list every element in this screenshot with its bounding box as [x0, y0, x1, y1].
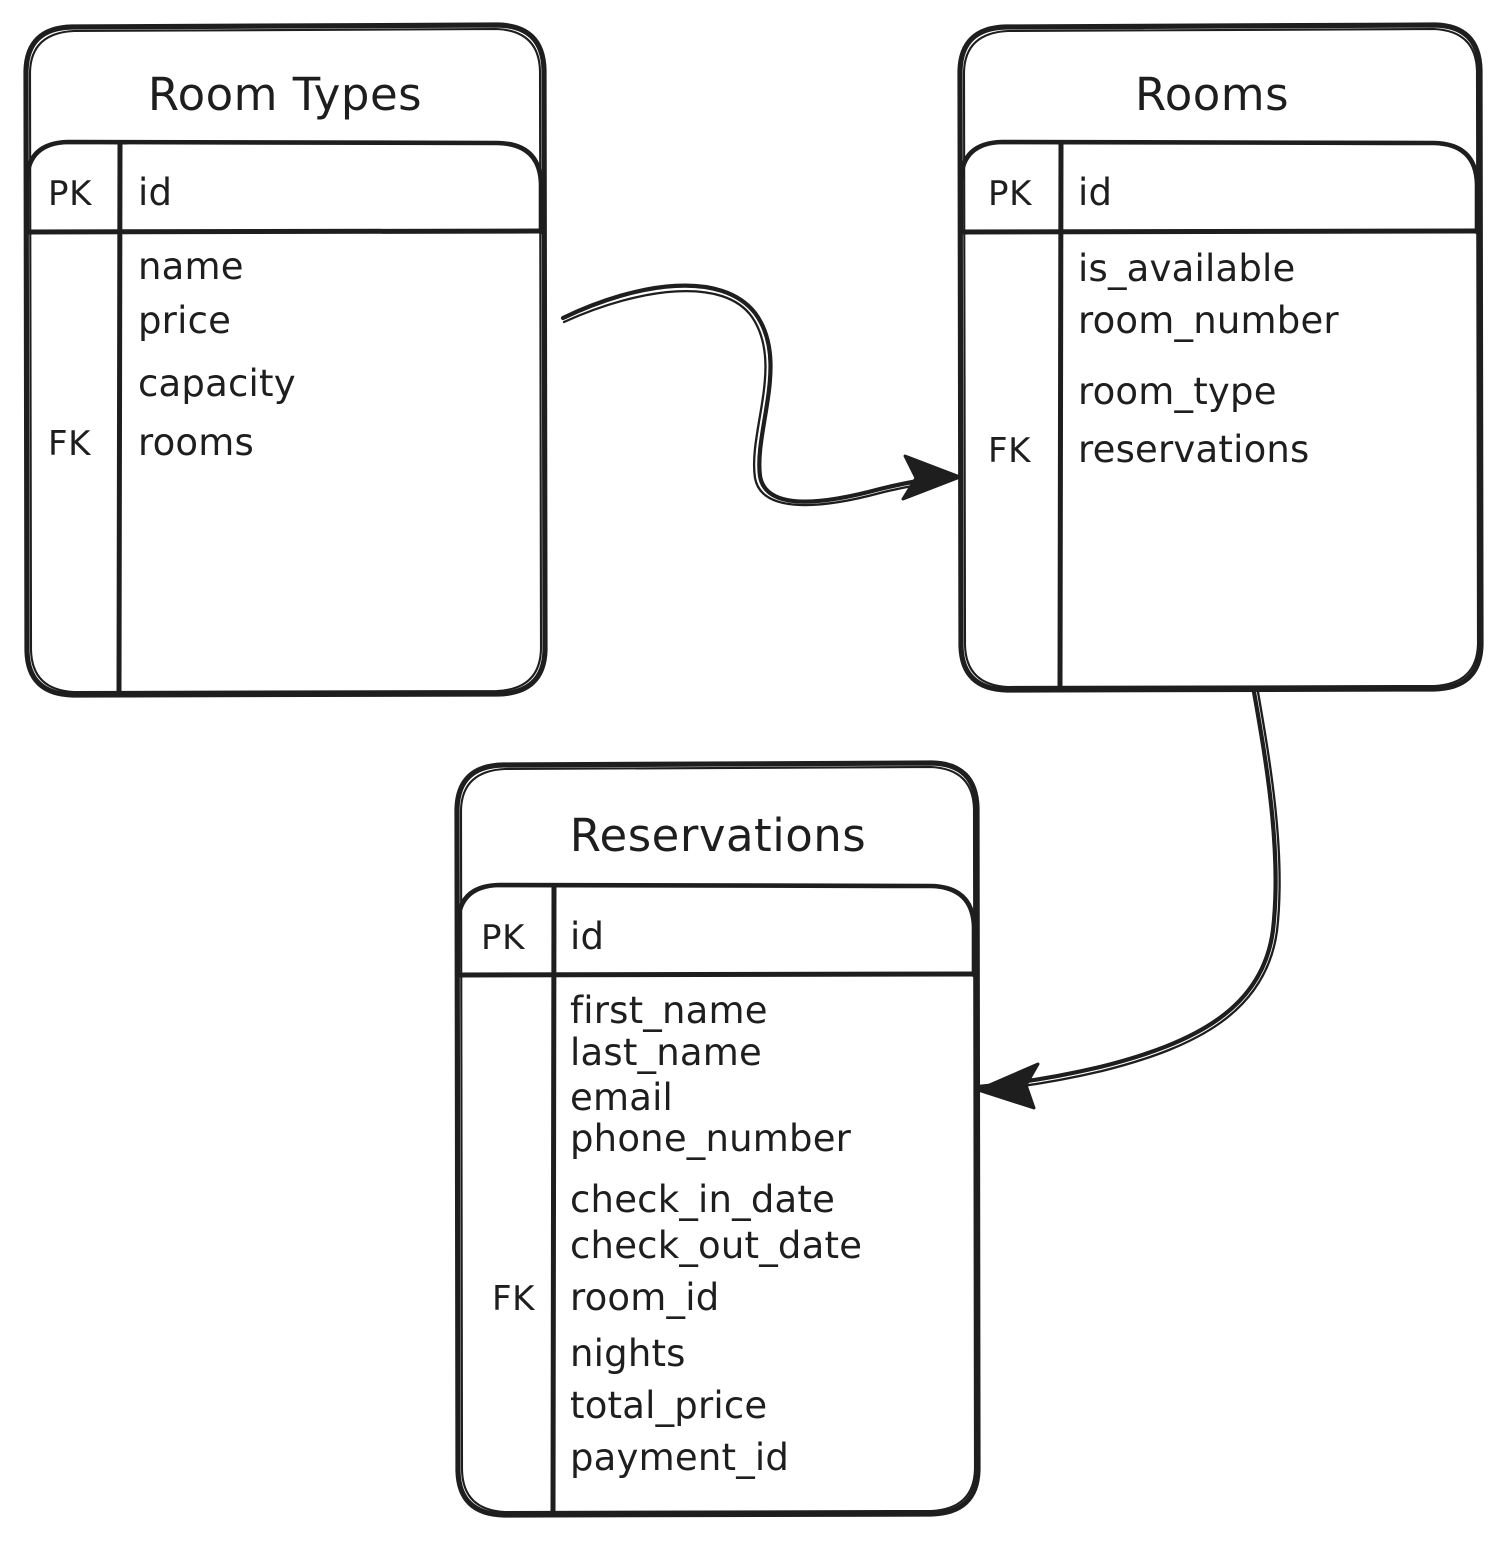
rooms-outline [957, 22, 1484, 693]
reservations-field-2: email [570, 1076, 673, 1119]
rel-rooms-reservations-arrowhead [976, 1062, 1040, 1110]
reservations-field-1: last_name [570, 1031, 762, 1074]
rel-roomtypes-rooms-line [560, 283, 953, 504]
room-types-field-0: name [138, 245, 244, 288]
rooms-field-1: room_number [1078, 299, 1339, 342]
room-types-key-column-divider [116, 140, 123, 697]
rel-rooms-reservations-line-2 [978, 690, 1281, 1093]
room-types-pk-field: id [138, 171, 172, 214]
reservations-field-0: first_name [570, 989, 768, 1032]
reservations-field-5: check_out_date [570, 1224, 862, 1267]
room-types-outline [23, 22, 548, 698]
room-types-title: Room Types [148, 68, 422, 121]
relationship-room-types-to-rooms[interactable] [560, 283, 962, 507]
reservations-field-9: payment_id [570, 1436, 789, 1479]
rooms-pk-label: PK [988, 174, 1033, 214]
reservations-field-8: total_price [570, 1384, 767, 1427]
reservations-fk-label: FK [492, 1279, 536, 1319]
reservations-key-column-divider [550, 883, 557, 1518]
reservations-field-3: phone_number [570, 1117, 852, 1160]
reservations-outline-2 [459, 765, 977, 1514]
entity-room-types[interactable]: Room Types PK id FK name price capacity … [23, 22, 548, 698]
reservations-title: Reservations [570, 809, 866, 862]
rel-roomtypes-rooms-arrowhead [901, 454, 962, 501]
relationship-rooms-to-reservations[interactable] [975, 689, 1281, 1110]
rooms-field-0: is_available [1078, 247, 1295, 290]
rooms-field-3: reservations [1078, 428, 1310, 471]
entity-rooms[interactable]: Rooms PK id FK is_available room_number … [957, 22, 1484, 693]
room-types-pk-label: PK [48, 174, 93, 214]
rooms-outline-2 [962, 27, 1480, 689]
entity-reservations[interactable]: Reservations PK id FK first_name last_na… [454, 760, 981, 1518]
reservations-field-7: nights [570, 1332, 686, 1375]
rel-rooms-reservations-line [975, 689, 1278, 1090]
reservations-field-4: check_in_date [570, 1178, 835, 1221]
room-types-header-box [24, 139, 544, 235]
room-types-field-2: capacity [138, 362, 296, 405]
reservations-header-divider [455, 971, 978, 978]
reservations-header-box [455, 882, 977, 978]
rooms-pk-field: id [1078, 171, 1112, 214]
rooms-field-2: room_type [1078, 370, 1277, 413]
reservations-outline [454, 760, 981, 1518]
rel-roomtypes-rooms-line-2 [562, 289, 952, 507]
rooms-header-divider [958, 228, 1481, 235]
reservations-pk-field: id [570, 915, 604, 958]
room-types-fk-label: FK [48, 424, 92, 464]
reservations-pk-label: PK [481, 918, 526, 958]
rooms-key-column-divider [1057, 140, 1064, 692]
room-types-field-3: rooms [138, 421, 254, 464]
rooms-header-box [958, 139, 1480, 235]
room-types-header-divider [24, 228, 545, 235]
rooms-title: Rooms [1135, 68, 1289, 121]
reservations-field-6: room_id [570, 1276, 719, 1319]
rooms-fk-label: FK [988, 431, 1032, 471]
room-types-outline-2 [28, 27, 543, 694]
room-types-field-1: price [138, 299, 231, 342]
